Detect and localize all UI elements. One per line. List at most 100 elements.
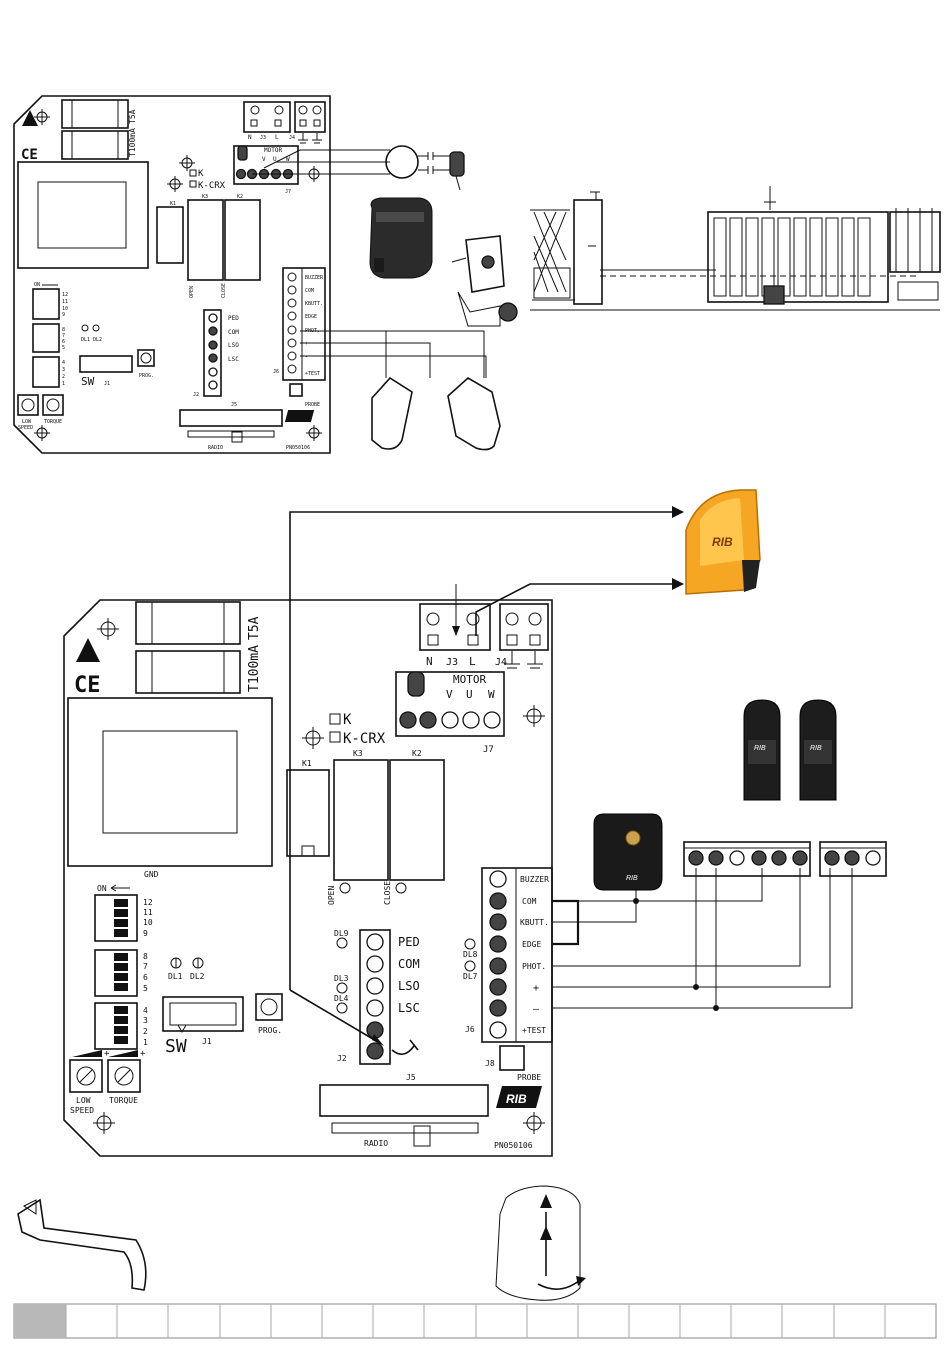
j7-label: J7: [483, 745, 494, 755]
buzzer-label: BUZZER: [305, 275, 324, 281]
release-key-drawing: [17, 1198, 147, 1291]
buzzer-label: BUZZER: [520, 875, 549, 884]
k3-label: K3: [353, 749, 363, 758]
dip-10: 10: [143, 918, 153, 927]
lso-label: LSO: [228, 342, 239, 349]
relay-k3: [333, 759, 389, 881]
v-label: V: [446, 688, 453, 701]
lso-label: LSO: [398, 979, 420, 993]
torque-label: TORQUE: [109, 1096, 138, 1105]
com2-label: COM: [305, 288, 314, 294]
rib-logo-text: RIB: [506, 1092, 527, 1106]
test-label: +TEST: [305, 371, 320, 377]
dl2-label: DL2: [190, 972, 205, 981]
j5-label: J5: [406, 1073, 416, 1082]
j4-label: J4: [289, 135, 295, 141]
capacitor-icon: [407, 671, 425, 697]
open-label: OPEN: [189, 286, 195, 298]
ped-label: PED: [398, 935, 420, 949]
wiring: [289, 506, 853, 1046]
dip-4: 4: [143, 1006, 148, 1015]
j4-label: J4: [495, 657, 507, 668]
j8-probe-connector: [499, 1045, 525, 1071]
speed-label: SPEED: [18, 425, 33, 431]
fuse-t5a-label: T5A: [247, 616, 262, 640]
edge-label: EDGE: [522, 940, 541, 949]
j1-connector: [162, 996, 244, 1032]
j4-terminal: [499, 603, 549, 651]
kcrx-label: K-CRX: [343, 731, 386, 747]
k-label: K: [343, 712, 352, 728]
j2-terminal: [359, 929, 391, 1065]
edge-label: EDGE: [305, 314, 317, 320]
prog-label: PROG.: [139, 373, 154, 379]
j3-label: J3: [446, 657, 458, 668]
k3-label: K3: [202, 194, 208, 200]
n-label: N: [426, 655, 433, 668]
close-label: CLOSE: [221, 283, 227, 298]
dip-switch-bank-2: [94, 949, 138, 997]
dip-9: 9: [143, 929, 148, 938]
dl9-label: DL9: [334, 929, 349, 938]
j6-label: J6: [273, 369, 279, 375]
motor-release-drawing: [495, 1185, 586, 1301]
motor-photo: [369, 197, 433, 279]
dl4-label: DL4: [334, 994, 349, 1003]
dip-6: 6: [143, 973, 148, 982]
dl1-label: DL1: [168, 972, 183, 981]
low-label: LOW: [76, 1096, 91, 1105]
sw-label: SW: [81, 375, 95, 388]
rib-logo: RIB: [496, 1086, 542, 1108]
dip-switch-bank-3: [94, 1002, 138, 1050]
dip-12: 12: [143, 898, 153, 907]
dl1-label: DL1: [81, 337, 90, 343]
w-label: W: [286, 156, 290, 163]
dip-1: 1: [62, 381, 65, 387]
j6-label: J6: [465, 1025, 475, 1034]
j7-motor-terminal: [395, 671, 505, 737]
dip-5: 5: [62, 345, 65, 351]
kbutt-label: KBUTT.: [520, 918, 549, 927]
k1-label: K1: [170, 201, 176, 207]
dip-12: 12: [62, 292, 68, 298]
on-label: ON: [34, 282, 40, 288]
low-label: LOW: [22, 419, 32, 425]
dl8-label: DL8: [463, 950, 478, 959]
gate-drawing: [530, 186, 941, 311]
dip-9: 9: [62, 312, 65, 318]
plus-label: +: [533, 983, 539, 994]
dip-8: 8: [143, 952, 148, 961]
esd-warning-icon: [76, 638, 100, 662]
dip-11: 11: [62, 299, 68, 305]
lsc-label: LSC: [398, 1001, 420, 1015]
ce-mark: CE: [21, 147, 38, 163]
j3-terminal: [419, 603, 491, 651]
phot-label: PHOT.: [522, 962, 546, 971]
u-label: U: [466, 688, 473, 701]
sw-label: SW: [165, 1036, 187, 1057]
photocell-brand-1: RIB: [754, 745, 766, 752]
radio-label: RADIO: [208, 445, 223, 451]
com2-label: COM: [522, 897, 537, 906]
minus-label: –: [533, 1004, 540, 1015]
test-label: +TEST: [522, 1026, 546, 1035]
top-board: T5A T100mA CE N J3 L J4 MOTOR V U W J7 K…: [13, 95, 487, 454]
j2-label: J2: [193, 392, 199, 398]
torque-label: TORQUE: [44, 419, 62, 425]
plus-label: +: [305, 341, 308, 347]
l-label: L: [469, 655, 476, 668]
key-switch-brand: RIB: [626, 875, 638, 882]
photocell-brand-2: RIB: [810, 745, 822, 752]
j6-terminal: [481, 867, 553, 1043]
n-label: N: [248, 134, 252, 141]
minus-label: -: [305, 354, 308, 360]
dip-11: 11: [143, 908, 153, 917]
j3-label: J3: [260, 135, 266, 141]
dip-5: 5: [143, 984, 148, 993]
dl2-label: DL2: [93, 337, 102, 343]
board-code: PN050106: [494, 1141, 533, 1150]
radio-label: RADIO: [364, 1139, 388, 1148]
fuse-t100ma-label: T100mA: [128, 128, 137, 157]
j1-label: J1: [202, 1037, 212, 1046]
